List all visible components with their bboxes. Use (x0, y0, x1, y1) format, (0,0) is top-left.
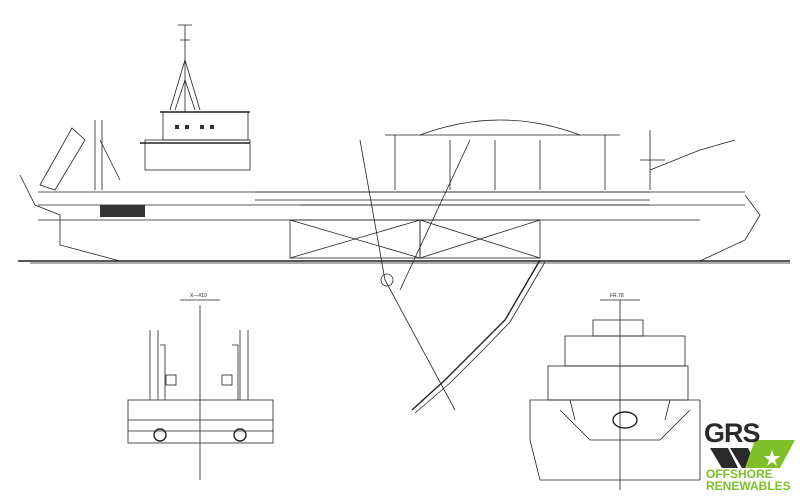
gantry (385, 134, 620, 190)
section-b-label: FR.78 (610, 293, 624, 299)
logo-brand: GRS (704, 418, 761, 448)
section-a-hull (127, 399, 274, 444)
superstructure (144, 139, 251, 171)
bow-crane (649, 139, 736, 171)
hull-outline (19, 174, 761, 262)
logo-line-2: RENEWABLES (706, 479, 791, 493)
mast (169, 24, 201, 112)
lifeboat-davit (39, 127, 86, 191)
hopper-2 (419, 219, 541, 259)
section-view-a (127, 299, 274, 480)
logo-line-1: OFFSHORE (706, 467, 773, 481)
engine (100, 205, 145, 217)
grs-offshore-renewables-logo: GRS OFFSHORE RENEWABLES (700, 418, 800, 498)
ship-profile-view (18, 24, 790, 414)
section-a-label: X—#10 (190, 293, 207, 299)
logo-stripes-icon (710, 440, 795, 468)
section-view-b (529, 299, 701, 490)
gantry-wires (359, 139, 471, 411)
suction-pipe (411, 259, 541, 411)
funnel (94, 120, 121, 190)
